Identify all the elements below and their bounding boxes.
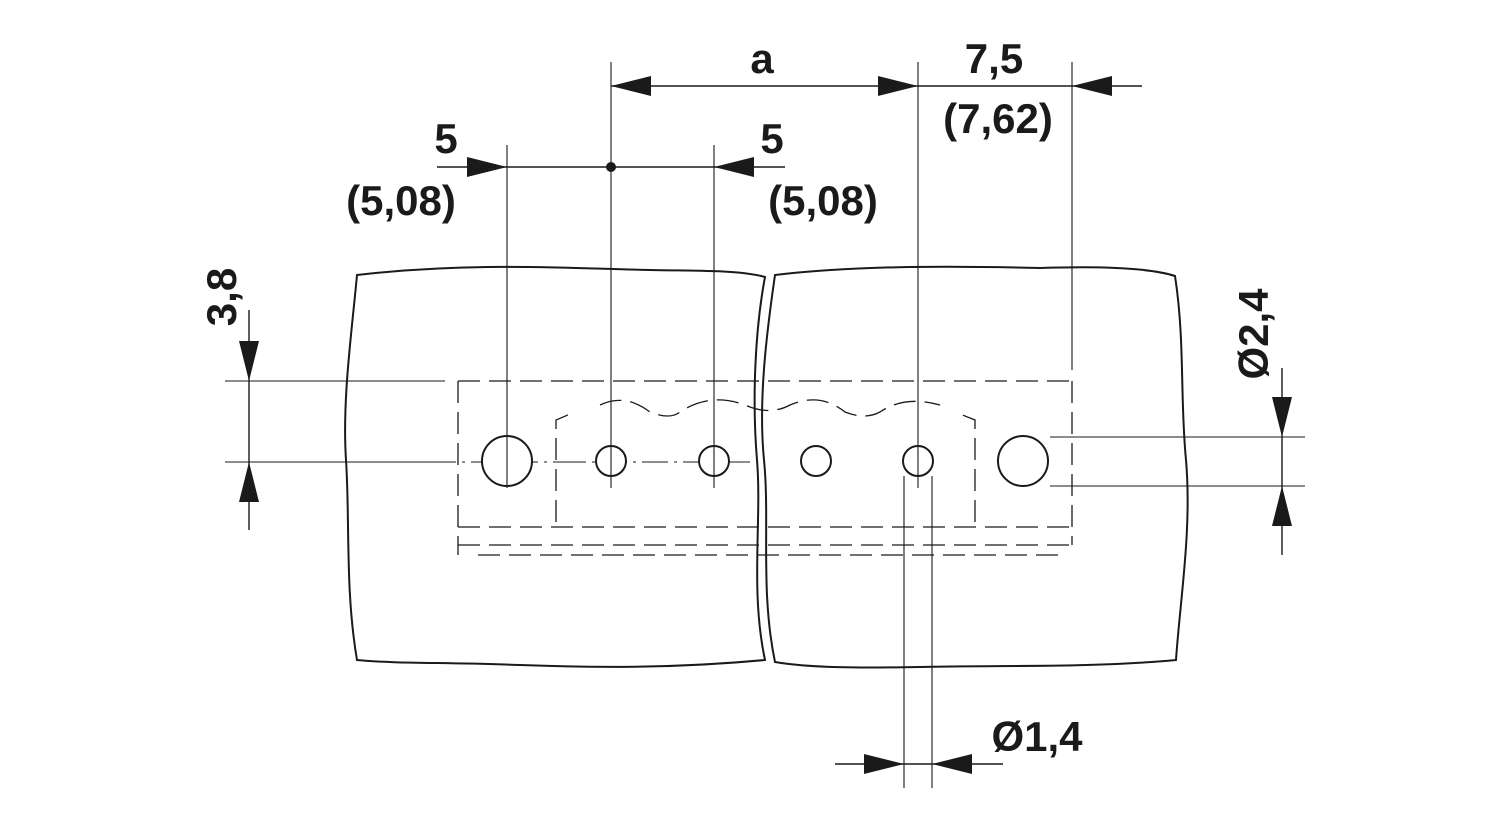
dimension-small-hole bbox=[835, 754, 1003, 774]
label-pitch-left-alt: (5,08) bbox=[346, 177, 456, 224]
board-panel-left bbox=[344, 265, 767, 668]
label-small-hole-diameter: Ø1,4 bbox=[991, 713, 1083, 760]
label-pitch-right-alt: (5,08) bbox=[768, 177, 878, 224]
pin-hole-3 bbox=[800, 445, 832, 477]
component-outline bbox=[457, 380, 1073, 556]
label-pitch-a: a bbox=[750, 35, 774, 82]
dimension-row-offset bbox=[239, 310, 259, 530]
label-pitch-right: 5 bbox=[760, 115, 783, 162]
label-pitch-left: 5 bbox=[434, 115, 457, 162]
dimension-pitch-chain bbox=[437, 157, 785, 177]
label-row-offset: 3,8 bbox=[198, 268, 245, 326]
extension-lines-horizontal bbox=[225, 380, 1305, 487]
dimension-end-spacing bbox=[918, 76, 1142, 96]
extension-lines-vertical bbox=[506, 62, 1073, 788]
mounting-hole-right bbox=[997, 435, 1049, 487]
dimension-a bbox=[611, 76, 918, 96]
drill-holes bbox=[481, 435, 1049, 487]
label-end-spacing-alt: (7,62) bbox=[943, 95, 1053, 142]
dimension-large-hole bbox=[1272, 368, 1292, 555]
label-end-spacing: 7,5 bbox=[965, 35, 1023, 82]
board-panel-right bbox=[761, 265, 1189, 669]
label-large-hole-diameter: Ø2,4 bbox=[1230, 288, 1277, 380]
